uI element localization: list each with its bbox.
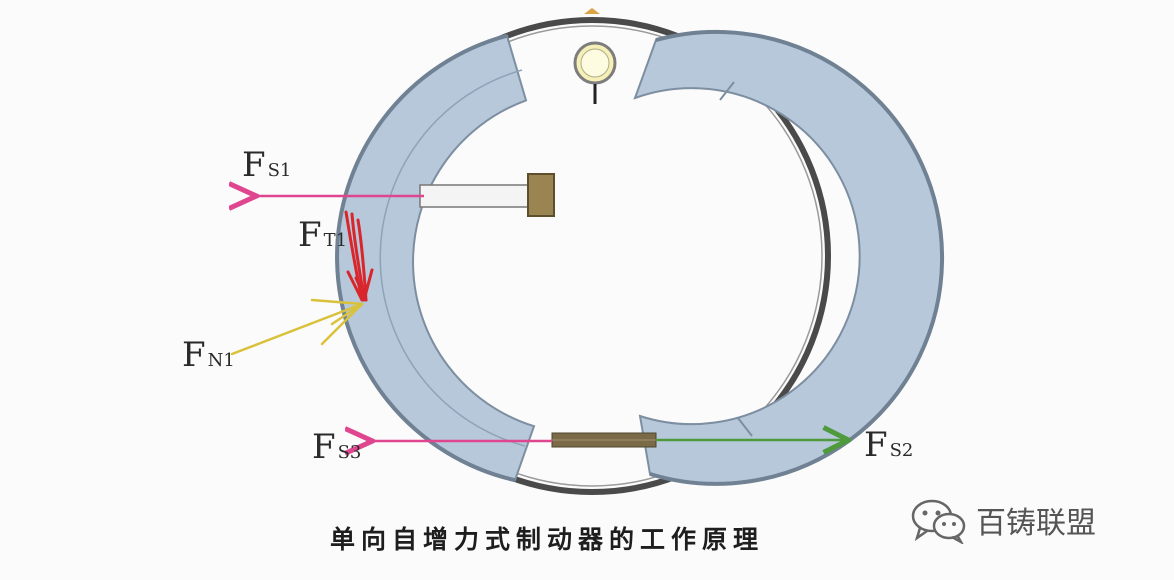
- secondary-brake-shoe: [633, 30, 944, 485]
- wechat-icon: [911, 499, 966, 544]
- wheel-cylinder-rod: [419, 184, 531, 208]
- force-arrow-fn1: [230, 298, 364, 356]
- drum-top-marker: [584, 8, 600, 14]
- watermark-text: 百铸联盟: [976, 506, 1096, 541]
- secondary-shoe-lining: [649, 29, 945, 486]
- secondary-shoe-segment-line-lower: [737, 417, 753, 437]
- diagram-caption: 单向自增力式制动器的工作原理: [330, 525, 765, 554]
- watermark: 百铸联盟: [910, 496, 1096, 544]
- anchor-pin-center: [580, 48, 610, 78]
- secondary-shoe-segment-line: [719, 81, 735, 101]
- wheel-cylinder-piston: [527, 173, 555, 217]
- force-arrow-ft1: [344, 210, 374, 302]
- primary-shoe-rib: [379, 69, 526, 447]
- primary-brake-shoe: [336, 34, 536, 482]
